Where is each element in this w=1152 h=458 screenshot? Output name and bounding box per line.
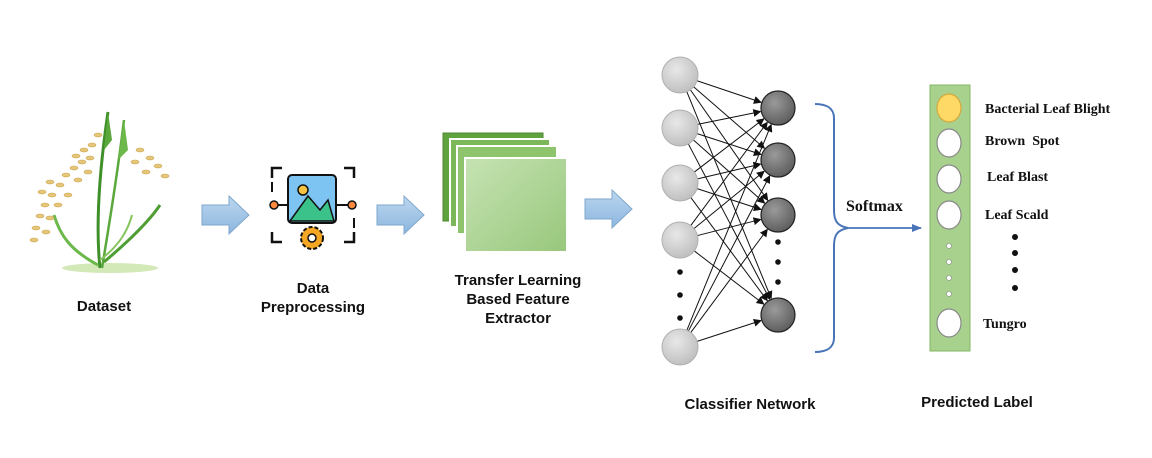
- output-ellipsis-dot: [946, 259, 952, 265]
- softmax-bracket: [814, 103, 849, 353]
- class-label-leaf-scald: Leaf Scald: [985, 208, 1049, 223]
- preprocessing-label-line1: Data: [297, 280, 330, 297]
- predicted-label: Predicted Label: [921, 394, 1033, 411]
- input-node: [661, 164, 699, 202]
- network-connection: [690, 228, 768, 333]
- input-node: [661, 328, 699, 366]
- extractor-label-line1: Transfer Learning: [455, 272, 582, 289]
- input-node: [661, 221, 699, 259]
- output-node: [936, 128, 962, 158]
- stacked-feature-maps-icon: [442, 132, 568, 253]
- network-connection: [690, 121, 768, 226]
- flow-arrow-3: [584, 188, 633, 230]
- output-node: [936, 164, 962, 194]
- class-label-leaf-blast: Leaf Blast: [987, 170, 1048, 185]
- flow-arrow-1: [201, 194, 250, 236]
- output-node: [936, 308, 962, 338]
- softmax-label: Softmax: [846, 198, 903, 215]
- image-gear-icon: [269, 166, 357, 250]
- class-label-bacterial-leaf-blight: Bacterial Leaf Blight: [985, 102, 1111, 117]
- class-label-tungro: Tungro: [983, 317, 1027, 332]
- network-connection: [696, 318, 762, 342]
- network-connection: [686, 91, 773, 300]
- network-connection: [687, 175, 771, 332]
- output-node-highlighted: [936, 93, 962, 123]
- extractor-label-line3: Extractor: [485, 310, 551, 327]
- ellipsis-dot: [677, 315, 683, 321]
- ellipsis-dot: [775, 279, 781, 285]
- hidden-node: [760, 142, 796, 178]
- output-ellipsis-dot: [946, 291, 952, 297]
- network-connection: [696, 80, 762, 104]
- network-connection: [686, 123, 773, 331]
- output-ellipsis-dot: [946, 275, 952, 281]
- classifier-network: [661, 56, 796, 366]
- hidden-node: [760, 90, 796, 126]
- rice-plant-icon: [29, 111, 170, 273]
- ellipsis-dot: [775, 259, 781, 265]
- ellipsis-dot: [677, 292, 683, 298]
- hidden-node: [760, 297, 796, 333]
- input-node: [661, 109, 699, 147]
- output-node: [936, 200, 962, 230]
- preprocessing-label-line2: Preprocessing: [261, 299, 365, 316]
- network-connection: [696, 133, 762, 157]
- network-connection: [696, 188, 762, 212]
- class-label-brown-spot: Brown Spot: [985, 134, 1060, 149]
- hidden-node: [760, 197, 796, 233]
- output-ellipsis-dot: [946, 243, 952, 249]
- network-connection: [693, 250, 765, 305]
- network-connection: [690, 197, 768, 302]
- dataset-label: Dataset: [77, 298, 131, 315]
- flow-arrow-2: [376, 194, 425, 236]
- class-ellipsis-dots: [1012, 234, 1018, 291]
- classifier-label: Classifier Network: [685, 396, 817, 413]
- network-connection: [687, 143, 771, 300]
- output-nodes: [936, 93, 962, 338]
- network-connection: [697, 161, 762, 180]
- network-connection: [693, 170, 765, 230]
- extractor-label-line2: Based Feature: [466, 291, 569, 308]
- network-connection: [697, 109, 762, 125]
- ellipsis-dot: [775, 239, 781, 245]
- ellipsis-dot: [677, 269, 683, 275]
- input-node: [661, 56, 699, 94]
- network-connection: [693, 118, 765, 173]
